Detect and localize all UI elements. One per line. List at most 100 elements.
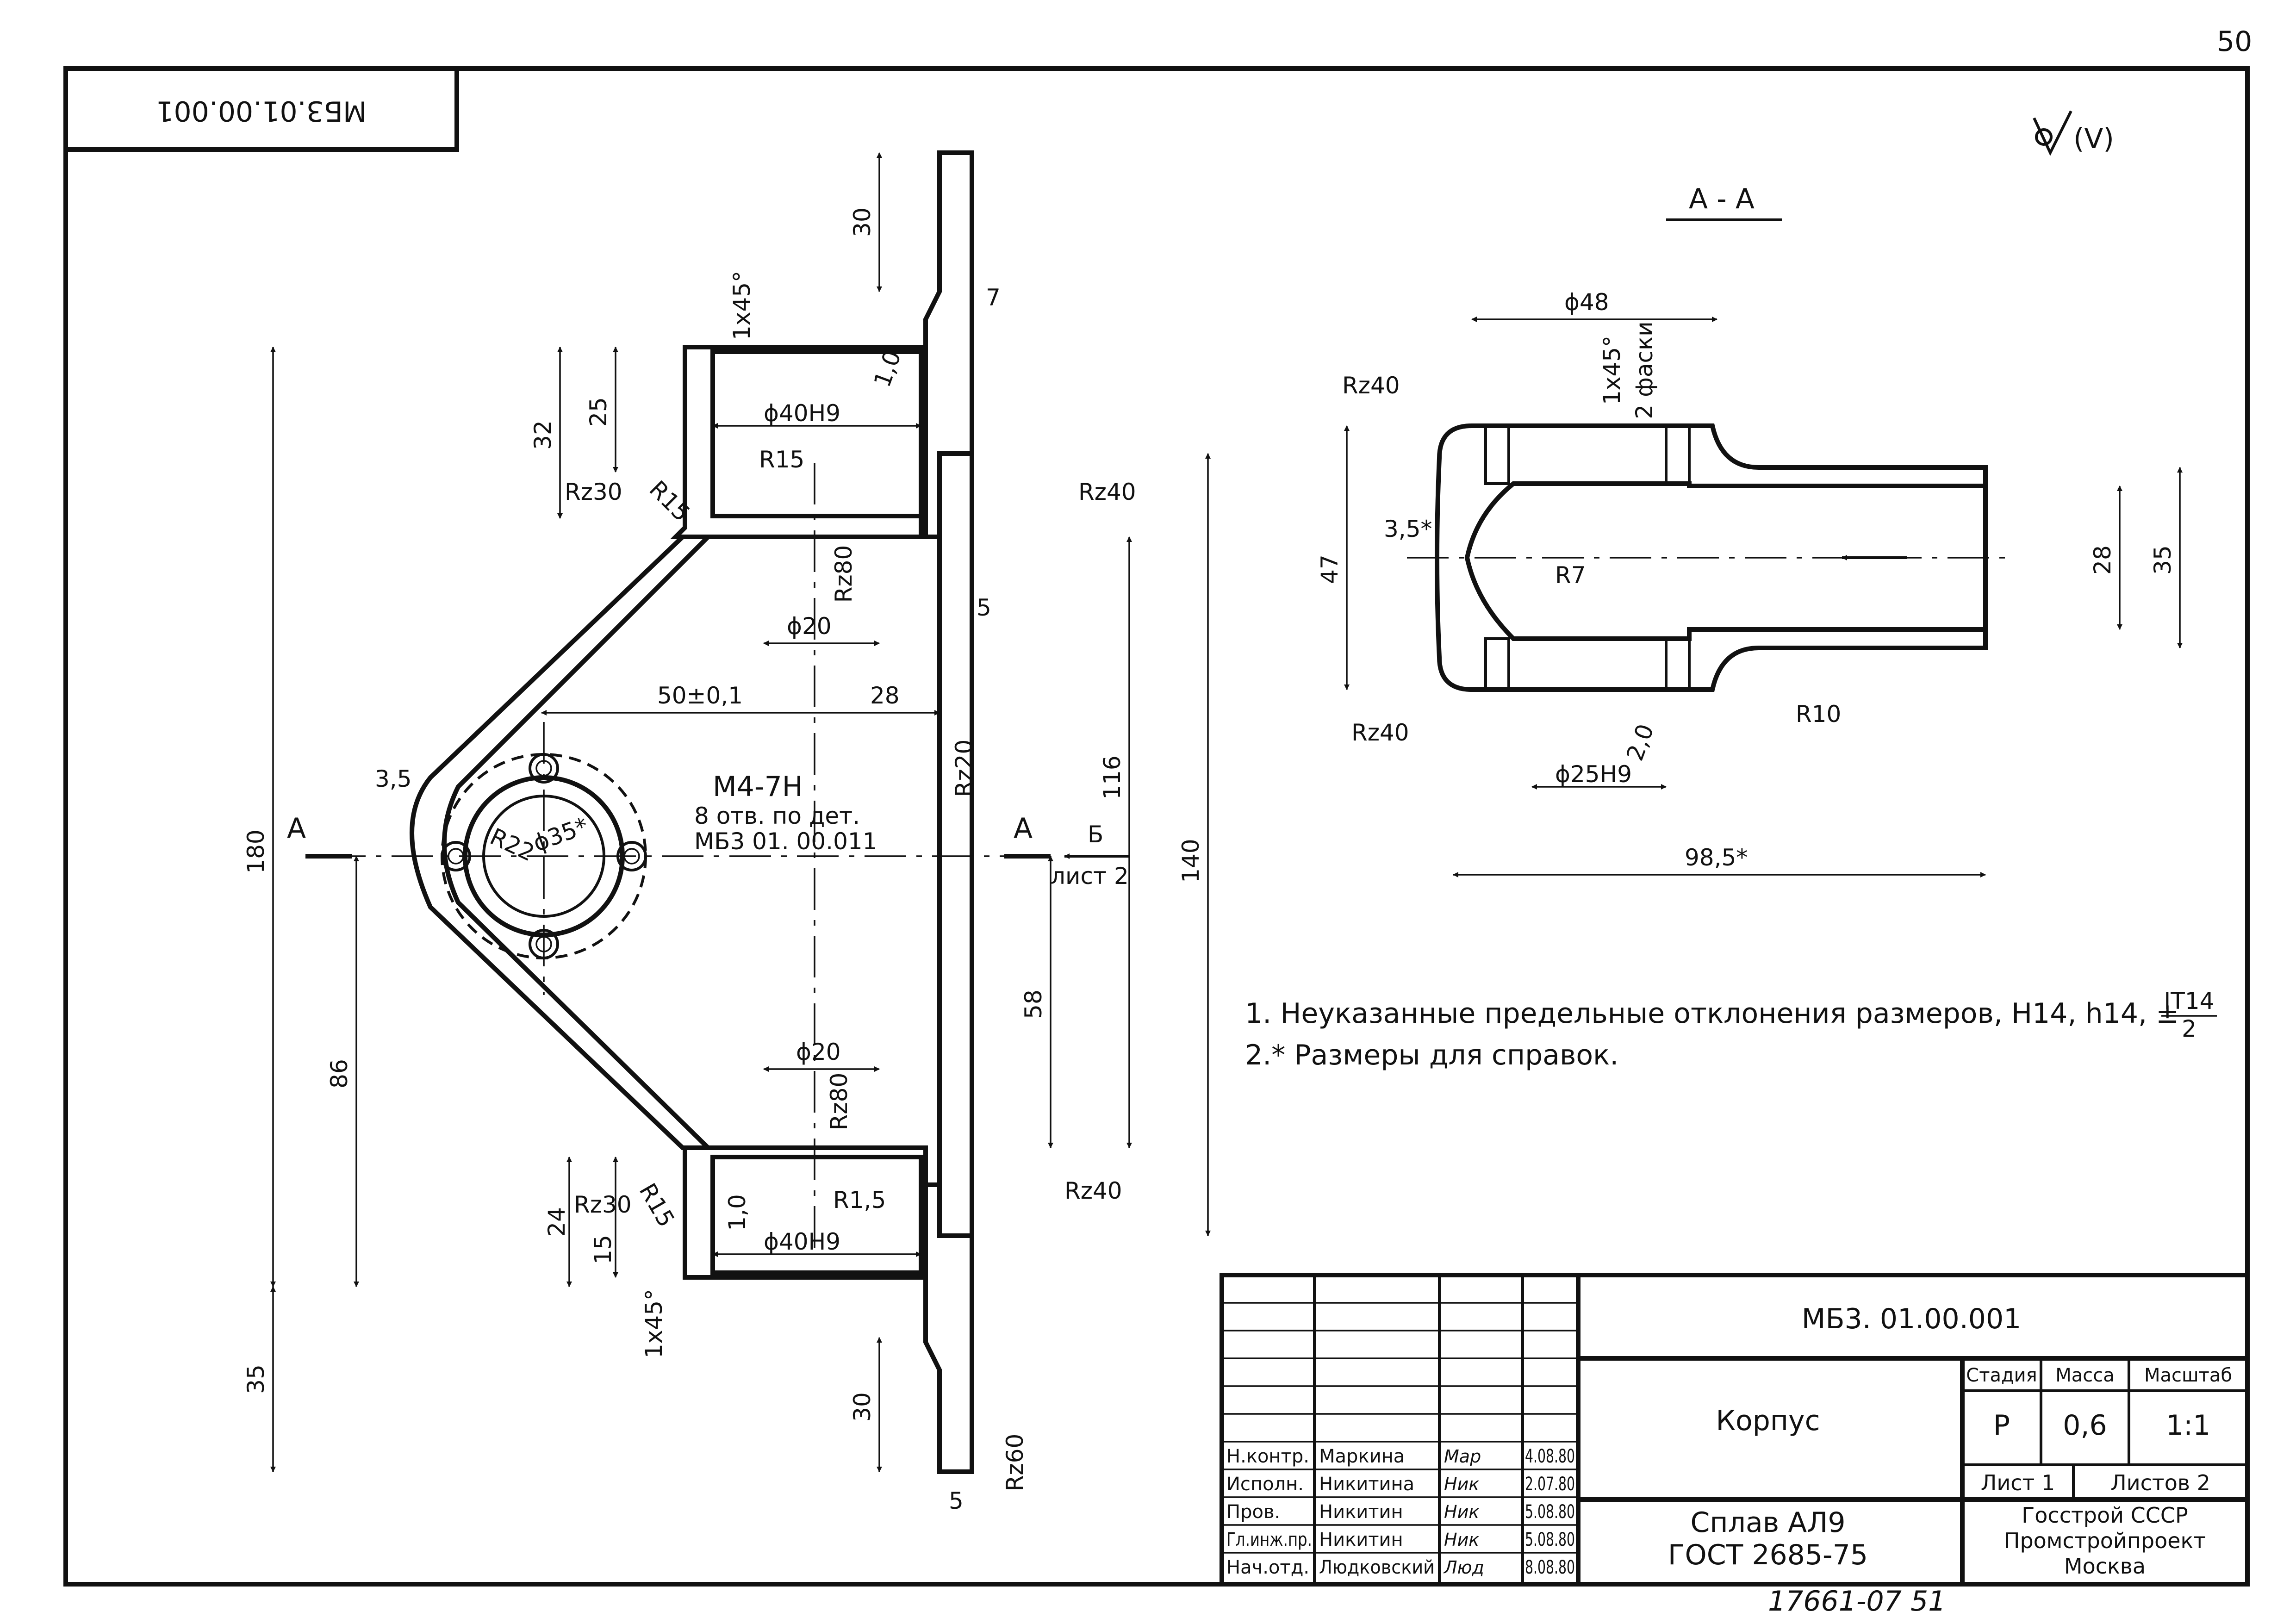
rz30-bot: Rz30 [574,1191,632,1218]
roughness-mark: (V) [2073,123,2114,155]
main-view-labels: 30 7 1х45° 1,0 ϕ40Н9 25 32 Rz30 R15 R15 … [243,207,1204,1514]
dim-d40h9-bot: ϕ40Н9 [764,1228,840,1255]
sec-dim-d25h9: ϕ25Н9 [1555,761,1632,788]
sec-dim-47: 47 [1316,554,1343,584]
signature-row: Нач.отд. Людковский Люд 8.08.80 [1226,1557,1575,1578]
signature-row: Гл.инж.пр. Никитин Ник 5.08.80 [1226,1529,1575,1550]
r22: R22 [486,823,539,866]
dim-24: 24 [543,1207,570,1237]
tb-org-2: Промстройпроект [2004,1528,2206,1553]
sig-role: Н.контр. [1226,1446,1309,1467]
dim-140: 140 [1177,839,1204,883]
dim-30-top: 30 [849,207,876,237]
sig-role: Гл.инж.пр. [1226,1529,1312,1550]
sig-date: 4.08.80 [1525,1446,1575,1467]
dim-7: 7 [986,284,1001,311]
section-body [1435,423,1988,692]
tb-sheets: Листов 2 [2110,1470,2210,1495]
tb-scale-header: Масштаб [2144,1365,2232,1386]
dim-50: 50±0,1 [657,682,743,709]
tb-material-2: ГОСТ 2685-75 [1668,1539,1868,1571]
dim-86: 86 [326,1059,353,1089]
rz80-top: Rz80 [830,545,857,603]
r15-bot: R15 [634,1179,680,1232]
holes-note-1: 8 отв. по дет. [694,803,860,829]
dim-58: 58 [1020,989,1047,1019]
dim-3-5: 3,5 [375,765,412,792]
sec-rz40-bot: Rz40 [1351,719,1409,746]
dim-180: 180 [243,829,269,873]
dim-25: 25 [585,397,612,427]
sig-name: Никитин [1319,1529,1403,1550]
r15-inner-top: R15 [759,446,804,473]
dim-35-bot: 35 [243,1364,269,1394]
dim-1x45-top: 1х45° [728,271,755,340]
sig-sign: Люд [1443,1557,1484,1578]
view-b-sheet: лист 2 [1051,863,1129,890]
tb-stage-value: Р [1993,1409,2010,1442]
title-block: МБ3. 01.00.001 Корпус Сплав АЛ9 ГОСТ 268… [1220,1273,2250,1587]
sec-chamfer-note: 2 фаски [1631,321,1658,419]
tb-org-3: Москва [2064,1554,2146,1579]
sec-dim-d48: ϕ48 [1564,289,1609,316]
thread-m4: М4-7Н [713,771,803,803]
sig-role: Исполн. [1226,1474,1304,1495]
section-label-left: А [287,812,306,845]
sec-chamfer: 1х45° [1599,336,1625,405]
tb-part-name: Корпус [1716,1405,1820,1437]
note-1-frac-top: IT14 [2164,988,2215,1014]
dim-28: 28 [870,682,900,709]
tb-stage-header: Стадия [1966,1365,2037,1386]
sig-date: 8.08.80 [1525,1557,1575,1578]
sig-sign: Мар [1444,1446,1481,1467]
rz60: Rz60 [1002,1434,1028,1492]
sec-dim-28: 28 [2089,545,2116,575]
tb-scale-value: 1:1 [2166,1409,2211,1442]
dim-5-bot: 5 [949,1487,964,1514]
sig-role: Нач.отд. [1226,1557,1309,1578]
sig-sign: Ник [1444,1530,1479,1550]
dim-116: 116 [1099,755,1126,799]
sig-sign: Ник [1444,1474,1479,1494]
top-boss [670,345,928,539]
sig-date: 5.08.80 [1525,1501,1575,1523]
sig-name: Маркина [1319,1446,1405,1467]
sig-sign: Ник [1444,1502,1479,1522]
tb-material-1: Сплав АЛ9 [1690,1506,1845,1539]
main-view [270,150,1211,1474]
notes: 1. Неуказанные предельные отклонения раз… [1245,988,2217,1071]
view-b-label: Б [1088,821,1103,848]
rz40-right-top: Rz40 [1078,479,1136,505]
bottom-boss [683,1145,928,1280]
note-1: 1. Неуказанные предельные отклонения раз… [1245,997,2179,1030]
corner-code: МБ3.01.00.001 [156,94,367,127]
dim-1-0-bot: 1,0 [724,1194,751,1231]
section-view [1344,218,2183,877]
tb-mass-header: Масса [2055,1365,2115,1386]
dim-5-mid: 5 [977,594,991,621]
signature-row: Н.контр. Маркина Мар 4.08.80 [1226,1446,1575,1467]
sig-name: Людковский [1319,1557,1435,1578]
page-number: 50 [2217,25,2252,58]
tb-sheet: Лист 1 [1981,1470,2055,1495]
sec-dim-2-0: 2,0 [1621,721,1659,765]
section-title: А - А [1689,183,1755,215]
r1-5-bot: R1,5 [833,1187,886,1213]
section-labels: А - А ϕ48 1х45° 2 фаски Rz40 47 3,5* R7 … [1316,183,2176,871]
sig-role: Пров. [1226,1501,1280,1523]
dim-d20-bot: ϕ20 [796,1039,841,1065]
roughness-symbol [2033,110,2072,156]
sec-r7: R7 [1555,562,1586,589]
flange-plate [937,451,974,1238]
sec-dim-3-5: 3,5* [1384,516,1432,542]
sec-rz40-top: Rz40 [1342,372,1400,399]
frame [63,66,2250,1587]
sig-name: Никитин [1319,1501,1403,1523]
dim-32: 32 [529,420,556,450]
flange-wall [919,150,974,1474]
dim-d35-star: ϕ35* [529,812,591,857]
r15-top: R15 [644,475,696,527]
sec-dim-98-5: 98,5* [1685,844,1748,871]
sig-date: 5.08.80 [1525,1529,1575,1550]
